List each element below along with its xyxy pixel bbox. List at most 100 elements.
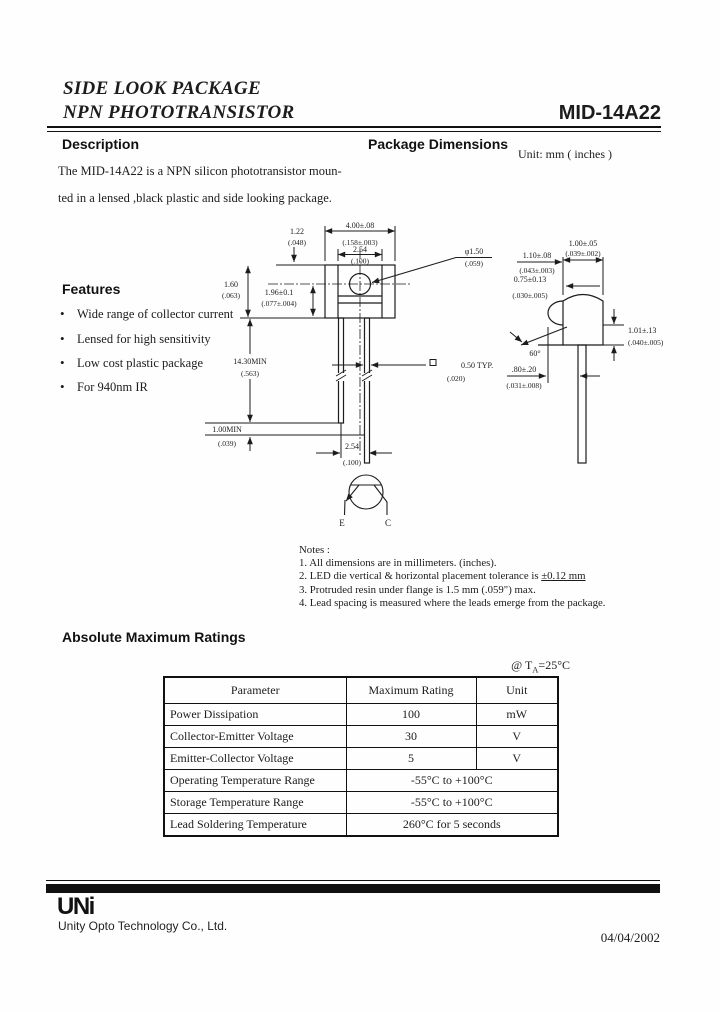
dim-front-height-mm: 1.60 bbox=[224, 280, 238, 289]
title-rule-bottom bbox=[47, 130, 661, 132]
company-name: Unity Opto Technology Co., Ltd. bbox=[58, 919, 228, 933]
note-item: 2. LED die vertical & horizontal placeme… bbox=[299, 570, 586, 583]
parameter-cell: Storage Temperature Range bbox=[163, 791, 347, 814]
dim-side-step-in: (.030±.005) bbox=[512, 291, 548, 300]
dim-side-flange-mm: 1.01±.13 bbox=[628, 326, 656, 335]
unit-cell: V bbox=[475, 747, 559, 770]
lead-emitter bbox=[337, 317, 345, 424]
footer-rule-thin bbox=[46, 880, 660, 881]
unit-note: Unit: mm ( inches ) bbox=[518, 147, 612, 161]
dim-side-depth-in: (.039±.002) bbox=[565, 249, 601, 258]
dim-side-step-mm: 0.75±0.13 bbox=[514, 275, 546, 284]
square-lead-symbol bbox=[429, 359, 437, 366]
rating-cell: 260°C for 5 seconds bbox=[345, 813, 559, 837]
table-row: Collector-Emitter Voltage 30 V bbox=[163, 725, 559, 748]
table-row: Storage Temperature Range -55°C to +100°… bbox=[163, 791, 559, 814]
side-view-drawing bbox=[520, 293, 604, 464]
features-heading: Features bbox=[62, 281, 121, 297]
dim-lead-min-mm: 1.00MIN bbox=[212, 425, 242, 434]
dim-lead-pitch-in: (.100) bbox=[343, 458, 362, 467]
parameter-cell: Emitter-Collector Voltage bbox=[163, 747, 347, 770]
lead-collector bbox=[363, 317, 371, 464]
test-condition: @ TA=25°C bbox=[511, 658, 570, 675]
parameter-cell: Lead Soldering Temperature bbox=[163, 813, 347, 837]
note-item: 3. Protruded resin under flange is 1.5 m… bbox=[299, 583, 536, 596]
notes-title: Notes : bbox=[299, 544, 330, 556]
dim-side-angle: 60° bbox=[529, 349, 540, 358]
table-row: Emitter-Collector Voltage 5 V bbox=[163, 747, 559, 770]
transistor-symbol bbox=[343, 474, 388, 516]
dim-front-lens-offset-mm: 1.96±0.1 bbox=[265, 288, 293, 297]
dim-front-lens-offset-in: (.077±.004) bbox=[261, 299, 297, 308]
side-view-labels: 1.00±.05 (.039±.002) 1.10±.08 (.043±.003… bbox=[506, 239, 664, 390]
package-dimensions-drawing: 4.00±.08 (.158±.003) 2.54 (.100) 1.22 (.… bbox=[205, 221, 664, 528]
feature-item: Wide range of collector current bbox=[60, 306, 233, 322]
note-item: 1. All dimensions are in millimeters. (i… bbox=[299, 557, 497, 570]
front-view-dimensions bbox=[205, 226, 492, 458]
dim-front-height-in: (.063) bbox=[222, 291, 241, 300]
document-date: 04/04/2002 bbox=[600, 930, 660, 945]
table-header-row: Parameter Maximum Rating Unit bbox=[163, 676, 559, 704]
dim-front-offset-mm: 1.22 bbox=[290, 227, 304, 236]
rating-cell: 30 bbox=[345, 725, 477, 748]
note-item: 4. Lead spacing is measured where the le… bbox=[299, 596, 606, 609]
dim-lead-length-mm: 14.30MIN bbox=[233, 357, 267, 366]
unit-cell: mW bbox=[475, 703, 559, 726]
package-dimensions-heading: Package Dimensions bbox=[368, 136, 509, 152]
side-lead bbox=[577, 344, 587, 464]
part-number: MID-14A22 bbox=[558, 102, 661, 124]
description-line-2: ted in a lensed ,black plastic and side … bbox=[58, 191, 332, 205]
feature-item: For 940nm IR bbox=[60, 379, 148, 395]
uni-logo: UNi bbox=[57, 893, 95, 920]
dim-lead-min-in: (.039) bbox=[218, 439, 237, 448]
unit-cell: V bbox=[475, 725, 559, 748]
dim-lead-length-in: (.563) bbox=[241, 369, 260, 378]
ratings-heading: Absolute Maximum Ratings bbox=[62, 629, 246, 645]
dim-side-front-mm: 1.10±.08 bbox=[523, 251, 551, 260]
feature-item: Lensed for high sensitivity bbox=[60, 331, 211, 347]
pin-labels: E C bbox=[339, 518, 391, 528]
column-header-parameter: Parameter bbox=[163, 676, 347, 704]
dim-lens-diameter-mm: φ1.50 bbox=[465, 247, 484, 256]
dim-front-inner-mm: 2.54 bbox=[353, 245, 367, 254]
side-view-dimensions bbox=[507, 257, 624, 383]
dim-side-lens-in: (.031±.008) bbox=[506, 381, 542, 390]
dim-lens-diameter-in: (.059) bbox=[465, 259, 484, 268]
description-heading: Description bbox=[62, 136, 140, 152]
dim-side-front-in: (.043±.003) bbox=[519, 266, 555, 275]
dim-lead-width-in: (.020) bbox=[447, 374, 466, 383]
title-line-1: SIDE LOOK PACKAGE bbox=[63, 78, 261, 99]
dim-front-width-in: (.158±.003) bbox=[342, 238, 378, 247]
description-line-1: The MID-14A22 is a NPN silicon phototran… bbox=[58, 164, 342, 178]
front-view-labels: 4.00±.08 (.158±.003) 2.54 (.100) 1.22 (.… bbox=[212, 221, 493, 467]
ratings-table: Parameter Maximum Rating Unit Power Diss… bbox=[163, 676, 559, 837]
dim-front-offset-in: (.048) bbox=[288, 238, 307, 247]
notes-block: Notes : 1. All dimensions are in millime… bbox=[299, 544, 605, 610]
rating-cell: 100 bbox=[345, 703, 477, 726]
table-row: Lead Soldering Temperature 260°C for 5 s… bbox=[163, 813, 559, 837]
pin-label-collector: C bbox=[385, 518, 391, 528]
parameter-cell: Operating Temperature Range bbox=[163, 769, 347, 792]
column-header-rating: Maximum Rating bbox=[345, 676, 477, 704]
rating-cell: 5 bbox=[345, 747, 477, 770]
table-row: Power Dissipation 100 mW bbox=[163, 703, 559, 726]
dim-lead-width-mm: 0.50 TYP. bbox=[461, 361, 493, 370]
rating-cell: -55°C to +100°C bbox=[345, 769, 559, 792]
dim-side-flange-in: (.040±.005) bbox=[628, 338, 664, 347]
rating-cell: -55°C to +100°C bbox=[345, 791, 559, 814]
parameter-cell: Power Dissipation bbox=[163, 703, 347, 726]
pin-label-emitter: E bbox=[339, 518, 345, 528]
centerlines bbox=[268, 249, 412, 457]
title-rule-top bbox=[47, 126, 661, 128]
parameter-cell: Collector-Emitter Voltage bbox=[163, 725, 347, 748]
dim-front-width-mm: 4.00±.08 bbox=[346, 221, 374, 230]
feature-item: Low cost plastic package bbox=[60, 355, 203, 371]
table-row: Operating Temperature Range -55°C to +10… bbox=[163, 769, 559, 792]
dim-front-inner-in: (.100) bbox=[351, 257, 370, 266]
dim-lead-pitch-mm: 2.54 bbox=[345, 442, 359, 451]
title-line-2: NPN PHOTOTRANSISTOR bbox=[63, 102, 295, 123]
dim-side-depth-mm: 1.00±.05 bbox=[569, 239, 597, 248]
dim-side-lens-mm: .80±.20 bbox=[512, 365, 536, 374]
footer-rule-thick bbox=[46, 884, 660, 893]
